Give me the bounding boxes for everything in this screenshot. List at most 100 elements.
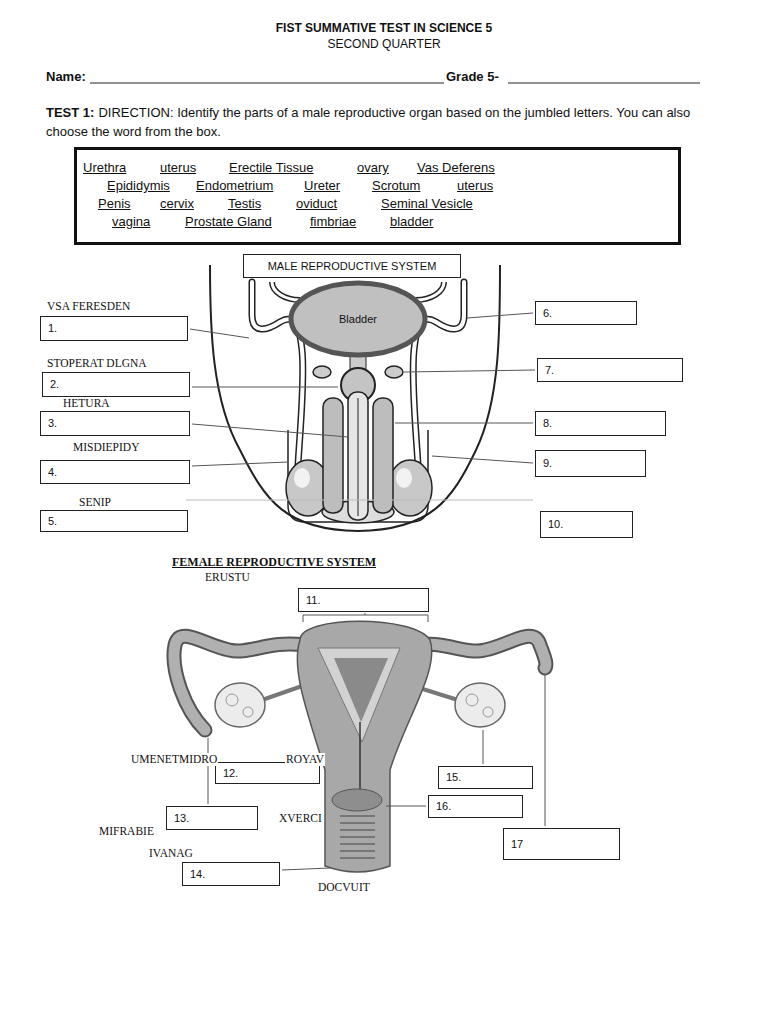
ruga bbox=[340, 836, 375, 838]
answer-box: 6. bbox=[535, 301, 637, 325]
bladder-ellipse: Bladder bbox=[288, 280, 428, 358]
ruga bbox=[340, 850, 375, 852]
testis-highlight bbox=[396, 468, 412, 488]
callout-number: 5. bbox=[48, 515, 57, 528]
vaginal-rugae bbox=[340, 816, 375, 858]
ruga bbox=[340, 822, 375, 824]
leader-line bbox=[192, 387, 338, 388]
grade-line bbox=[508, 83, 700, 84]
word-choice: Prostate Gland bbox=[185, 214, 272, 229]
seminal-vesicle bbox=[385, 366, 403, 378]
leader-line bbox=[192, 424, 348, 437]
answer-box: 10. bbox=[540, 511, 633, 538]
word-choice: uterus bbox=[457, 178, 493, 193]
bracket bbox=[303, 613, 428, 622]
ureter bbox=[272, 282, 300, 300]
section-heading: FEMALE REPRODUCTIVE SYSTEM bbox=[172, 555, 376, 569]
callout-number: 11. bbox=[306, 594, 320, 607]
word-choice: Scrotum bbox=[372, 178, 420, 193]
word-choice: Endometrium bbox=[196, 178, 273, 193]
ruga bbox=[340, 829, 375, 831]
ureter bbox=[416, 282, 444, 300]
erectile-tissue bbox=[373, 398, 393, 513]
jumbled-word: VSA FERESDEN bbox=[46, 300, 131, 313]
callout-number: 14. bbox=[190, 868, 205, 881]
answer-box: 15. bbox=[438, 766, 533, 789]
word-choice: fimbriae bbox=[310, 214, 356, 229]
answer-box: 1. bbox=[40, 316, 188, 341]
ureter bbox=[416, 282, 444, 300]
callout-number: 17 bbox=[511, 838, 523, 851]
jumbled-word: MISDIEPIDY bbox=[72, 441, 140, 454]
leader-line bbox=[186, 500, 533, 501]
diagram-title-box: MALE REPRODUCTIVE SYSTEM bbox=[243, 254, 461, 278]
ovarian-ligament bbox=[262, 685, 305, 700]
answer-box: 14. bbox=[182, 862, 280, 886]
word-bank-box: UrethrauterusErectile TissueovaryVas Def… bbox=[74, 147, 681, 245]
callout-number: 6. bbox=[543, 307, 552, 320]
ovary bbox=[215, 683, 265, 727]
bladder-outline bbox=[291, 283, 425, 355]
answer-box: 2. bbox=[42, 372, 190, 397]
male-illustration bbox=[186, 265, 535, 531]
jumbled-word: DOCVUIT bbox=[317, 881, 371, 894]
urethra-canal bbox=[358, 398, 359, 516]
oviduct bbox=[174, 636, 304, 730]
word-choice: Epididymis bbox=[107, 178, 170, 193]
erectile-tissue bbox=[323, 398, 343, 513]
word-choice: Erectile Tissue bbox=[229, 160, 314, 175]
callout-number: 13. bbox=[174, 812, 189, 825]
jumbled-word: MIFRABIE bbox=[98, 825, 155, 838]
body-outline bbox=[210, 265, 500, 531]
callout-number: 2. bbox=[50, 378, 59, 391]
answer-box: 4. bbox=[40, 460, 190, 484]
word-choice: Ureter bbox=[304, 178, 340, 193]
leader-line bbox=[190, 329, 249, 338]
word-choice: Penis bbox=[98, 196, 131, 211]
leader-line bbox=[395, 423, 533, 424]
follicle bbox=[483, 707, 493, 717]
word-choice: uterus bbox=[160, 160, 196, 175]
leader-line bbox=[467, 313, 533, 318]
leader-line bbox=[192, 462, 288, 466]
jumbled-word: STOPERAT DLGNA bbox=[46, 357, 148, 370]
ruga bbox=[340, 857, 375, 859]
cervical-canal bbox=[359, 722, 361, 800]
leader-line bbox=[545, 674, 546, 826]
female-illustration bbox=[174, 613, 546, 872]
jumbled-word: ROYAV bbox=[285, 753, 325, 766]
leader-lines bbox=[208, 613, 545, 870]
answer-box: 16. bbox=[428, 795, 523, 818]
page-title: FIST SUMMATIVE TEST IN SCIENCE 5 bbox=[0, 21, 768, 35]
diagram-title: MALE REPRODUCTIVE SYSTEM bbox=[268, 260, 437, 273]
leader-line bbox=[282, 868, 330, 870]
leader-line bbox=[208, 738, 209, 804]
testis bbox=[388, 460, 432, 516]
callout-number: 8. bbox=[543, 417, 552, 430]
ruga bbox=[340, 815, 375, 817]
testis-highlight bbox=[294, 468, 310, 488]
oviduct bbox=[174, 636, 304, 730]
callout-number: 9. bbox=[543, 457, 552, 470]
word-choice: cervix bbox=[160, 196, 194, 211]
follicle bbox=[226, 694, 238, 706]
field-label: Grade 5- bbox=[446, 69, 499, 84]
answer-box: 9. bbox=[535, 450, 646, 477]
answer-box: 5. bbox=[40, 510, 188, 532]
callout-number: 1. bbox=[48, 322, 57, 335]
ruga bbox=[340, 843, 375, 845]
urethra bbox=[348, 392, 368, 520]
callout-number: 3. bbox=[48, 417, 57, 430]
follicle bbox=[466, 694, 478, 706]
callout-number: 7. bbox=[545, 364, 554, 377]
jumbled-word: XVERCI bbox=[278, 812, 323, 825]
leader-line bbox=[386, 806, 426, 807]
word-choice: Urethra bbox=[83, 160, 126, 175]
callout-number: 4. bbox=[48, 466, 57, 479]
word-choice: Seminal Vesicle bbox=[381, 196, 473, 211]
organ-label: Bladder bbox=[339, 313, 377, 325]
test-number: TEST 1: bbox=[46, 103, 94, 122]
cervix bbox=[332, 789, 382, 811]
uterine-cavity bbox=[334, 658, 388, 722]
answer-box: 17 bbox=[503, 828, 620, 860]
